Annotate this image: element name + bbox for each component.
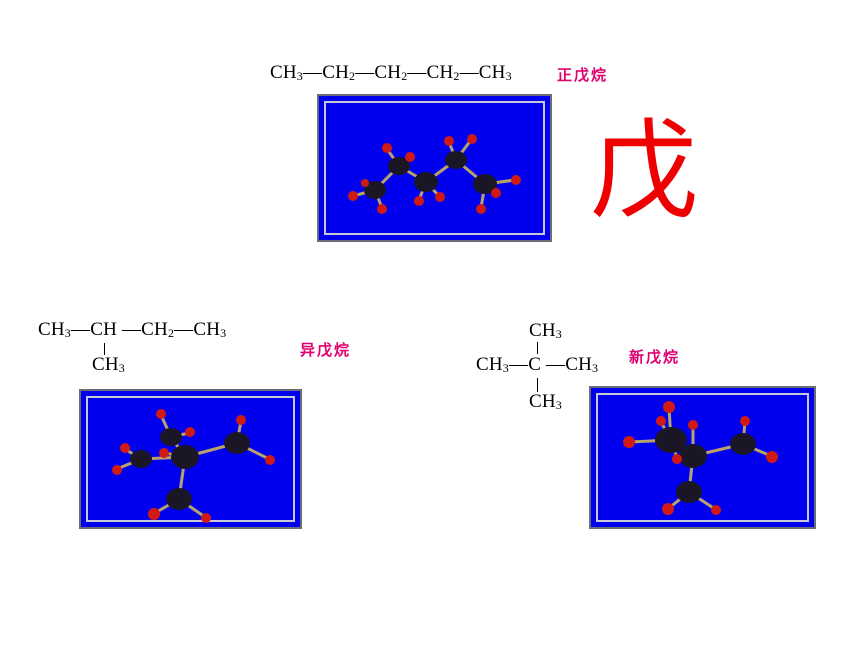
isopentane-formula-branch: CH3	[92, 354, 125, 376]
formula-text: CH	[38, 319, 65, 340]
formula-sub: 3	[502, 361, 509, 375]
n-pentane-name: 正戊烷	[557, 66, 609, 84]
n-pentane-model-panel	[317, 94, 552, 242]
isopentane-name: 异戊烷	[300, 341, 352, 359]
formula-text: —CH	[303, 62, 349, 83]
isopentane-branch-bond	[104, 343, 105, 355]
formula-text: —CH	[407, 62, 454, 83]
neopentane-top-bond	[537, 342, 538, 354]
formula-sub: 3	[555, 327, 562, 341]
formula-text: CH	[270, 62, 297, 83]
neopentane-ball-stick-model	[623, 401, 778, 515]
formula-text: CH	[529, 320, 556, 341]
n-pentane-ball-stick-model	[348, 134, 521, 214]
formula-sub: 3	[505, 69, 512, 83]
formula-text: CH	[92, 354, 119, 375]
formula-text: CH	[476, 354, 503, 375]
isopentane-model-panel	[79, 389, 302, 529]
isopentane-formula-main: CH3—CH —CH2—CH3	[38, 319, 226, 341]
formula-sub: 3	[555, 398, 562, 412]
neopentane-bottom-bond	[537, 378, 538, 392]
hydrogen-atoms	[112, 409, 275, 523]
formula-text: —CH	[459, 62, 506, 83]
neopentane-model-panel	[589, 386, 816, 529]
panel-frame	[324, 101, 545, 235]
formula-text: —CH	[355, 62, 402, 83]
neopentane-formula-mid: CH3—C —CH3	[476, 354, 598, 376]
formula-text: —CH	[174, 319, 221, 340]
formula-sub: 3	[64, 326, 71, 340]
neopentane-formula-top: CH3	[529, 320, 562, 342]
formula-sub: 3	[220, 326, 227, 340]
isopentane-ball-stick-model	[112, 409, 275, 523]
neopentane-name: 新戊烷	[629, 348, 681, 366]
panel-frame	[86, 396, 295, 522]
formula-sub: 3	[592, 361, 599, 375]
formula-sub: 2	[401, 69, 408, 83]
title-character: 戊	[590, 109, 699, 234]
formula-text: —CH —CH	[71, 319, 168, 340]
carbon-atoms	[130, 428, 250, 510]
carbon-atoms	[655, 427, 756, 503]
neopentane-formula-bottom: CH3	[529, 391, 562, 413]
formula-sub: 2	[349, 69, 356, 83]
formula-sub: 2	[453, 69, 460, 83]
formula-text: —C —CH	[509, 354, 593, 375]
formula-sub: 3	[118, 361, 125, 375]
formula-sub: 2	[167, 326, 175, 340]
carbon-atoms	[364, 151, 497, 199]
n-pentane-formula: CH3—CH2—CH2—CH2—CH3	[270, 62, 512, 84]
formula-text: CH	[529, 391, 556, 412]
hydrogen-atoms	[623, 401, 778, 515]
formula-sub: 3	[296, 69, 303, 83]
hydrogen-atoms	[348, 134, 521, 214]
panel-frame	[596, 393, 809, 522]
